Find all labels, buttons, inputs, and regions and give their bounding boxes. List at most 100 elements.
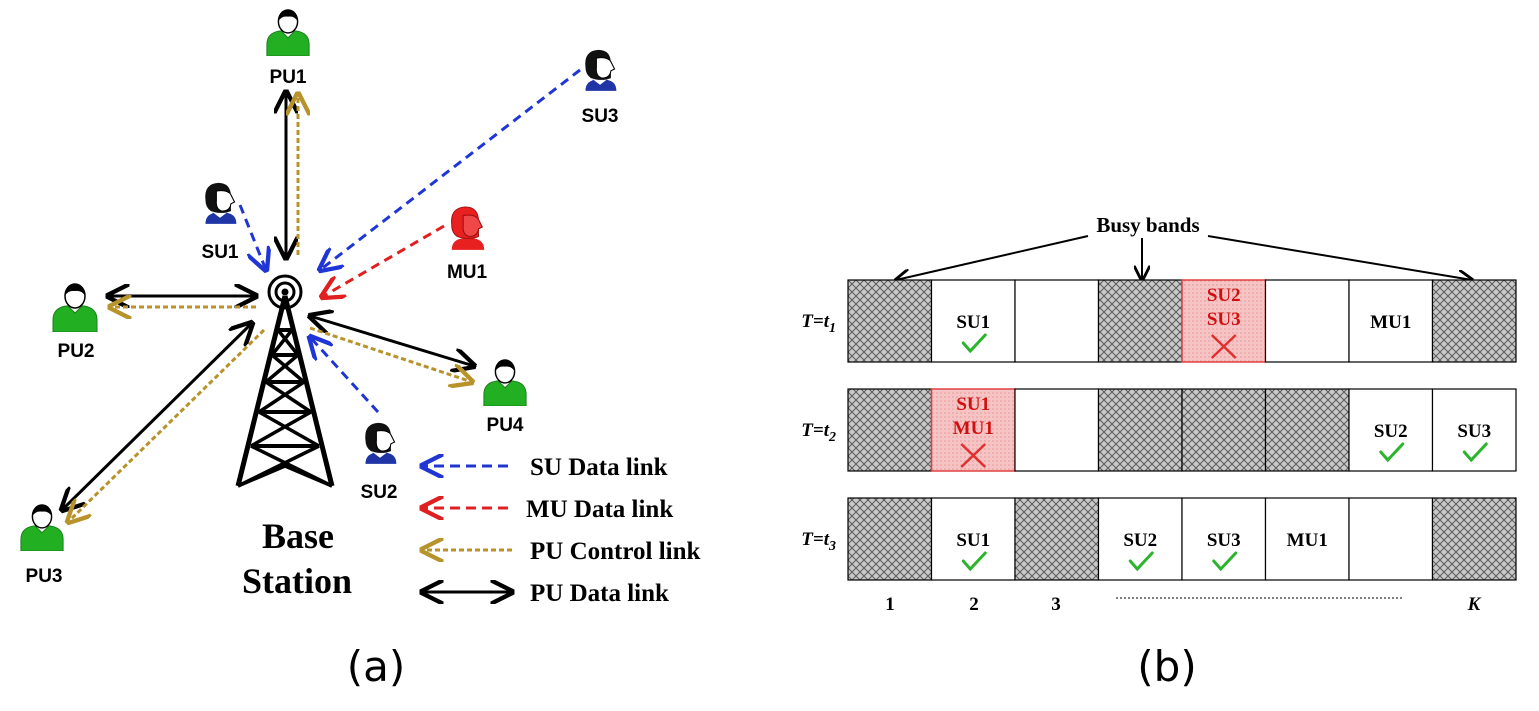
band-cell-user-label: SU3 <box>1207 309 1241 330</box>
band-cell-free <box>1014 279 1100 363</box>
success-check-icon <box>961 333 987 354</box>
band-cell-rect <box>1014 497 1100 581</box>
band-cell-free: SU3 <box>1431 388 1517 472</box>
band-cell-rect <box>1181 279 1267 363</box>
band-cell-rect <box>1264 279 1350 363</box>
collision-cross-icon <box>960 443 987 468</box>
band-cell-rect <box>1264 497 1350 581</box>
row-label-sub: 3 <box>828 539 836 554</box>
pu1-node: PU1 <box>266 9 310 88</box>
caption-b: (b) <box>1137 642 1196 691</box>
su2-label: SU2 <box>361 482 398 503</box>
band-cell-rect <box>1097 388 1183 472</box>
band-cell-busy <box>1097 279 1183 363</box>
legend-mu-data: MU Data link <box>422 496 673 523</box>
band-cell-rect <box>1181 388 1267 472</box>
pu1-label: PU1 <box>270 67 307 88</box>
row-label-3: T=t3 <box>801 529 836 554</box>
band-cell-user-label: SU2 <box>1207 285 1241 306</box>
su2-node: SU2 <box>361 422 398 503</box>
pu4-person-icon <box>483 359 527 406</box>
busy-arrow-left <box>896 235 1089 280</box>
pu2-person-icon <box>52 283 98 332</box>
su3-person-icon <box>584 49 617 92</box>
pu3-data-link <box>62 323 252 510</box>
band-cell-rect <box>1014 388 1100 472</box>
band-cell-free: SU1 <box>930 497 1016 581</box>
base-station-label-line2: Station <box>242 561 352 601</box>
su3-label: SU3 <box>582 106 619 127</box>
caption-a: (a) <box>347 642 406 691</box>
su1-label: SU1 <box>202 242 239 263</box>
su3-data-link <box>320 68 581 270</box>
band-cell-free <box>1348 497 1434 581</box>
band-cell-busy <box>1431 497 1517 581</box>
band-cell-rect <box>847 279 933 363</box>
band-cell-busy <box>847 279 933 363</box>
pu4-node: PU4 <box>483 359 527 436</box>
band-cell-rect <box>1431 279 1517 363</box>
busy-arrow-right <box>1207 235 1472 280</box>
su3-node: SU3 <box>582 49 619 127</box>
pu3-node: PU3 <box>20 504 64 587</box>
band-cell-free <box>1014 388 1100 472</box>
base-station-tower-icon <box>235 274 335 488</box>
success-check-icon <box>1212 551 1238 572</box>
band-cell-rect <box>1348 497 1434 581</box>
band-cell-busy <box>847 388 933 472</box>
band-cell-rect <box>847 388 933 472</box>
legend-pu-data: PU Data link <box>422 580 669 607</box>
band-cell-rect <box>1431 497 1517 581</box>
band-index-1: 1 <box>885 594 895 615</box>
legend-su-data: SU Data link <box>422 454 668 481</box>
band-cell-user-label: MU1 <box>1370 312 1411 333</box>
busy-bands-title: Busy bands <box>1096 213 1199 237</box>
pu4-control-link <box>309 326 472 382</box>
band-cell-busy <box>1181 388 1267 472</box>
row-label-main: T=t <box>801 420 829 441</box>
mu1-node: MU1 <box>447 206 488 283</box>
band-cell-free: SU2 <box>1097 497 1183 581</box>
band-cell-rect <box>1014 279 1100 363</box>
collision-cross-icon <box>1210 334 1237 359</box>
link-legend: SU Data link MU Data link PU Control lin… <box>422 454 700 607</box>
band-cell-rect <box>847 497 933 581</box>
band-cell-rect <box>1264 388 1350 472</box>
band-cell-user-label: SU1 <box>956 312 990 333</box>
su1-data-link <box>238 204 266 270</box>
band-index-3: 3 <box>1051 594 1061 615</box>
base-station-label-line1: Base <box>262 516 334 556</box>
band-cell-busy <box>1431 279 1517 363</box>
legend-pu-control: PU Control link <box>422 538 700 565</box>
band-cell-free: SU3 <box>1181 497 1267 581</box>
legend-mu-data-label: MU Data link <box>526 496 673 523</box>
mu1-data-link <box>322 224 445 297</box>
row-label-main: T=t <box>801 529 829 550</box>
legend-pu-data-label: PU Data link <box>530 580 669 607</box>
band-cell-busy <box>1014 497 1100 581</box>
legend-su-data-label: SU Data link <box>530 454 668 481</box>
band-cell-busy <box>1264 388 1350 472</box>
legend-pu-control-label: PU Control link <box>530 538 700 565</box>
mu1-label: MU1 <box>447 262 488 283</box>
row-label-sub: 1 <box>829 321 836 336</box>
band-cell-user-label: SU2 <box>1374 421 1408 442</box>
su2-person-icon <box>364 422 397 465</box>
band-cell-user-label: SU1 <box>956 530 990 551</box>
su1-node: SU1 <box>202 182 239 263</box>
row-label-1: T=t1 <box>801 311 836 336</box>
pu2-node: PU2 <box>52 283 98 362</box>
links-layer <box>62 68 581 522</box>
mu1-person-icon <box>450 206 485 250</box>
success-check-icon <box>961 551 987 572</box>
pu3-control-link <box>68 328 266 522</box>
pu2-label: PU2 <box>58 341 95 362</box>
pu3-label: PU3 <box>26 566 63 587</box>
band-cell-free: MU1 <box>1264 497 1350 581</box>
pu4-data-link <box>310 316 474 366</box>
band-cell-user-label: SU1 <box>956 394 990 415</box>
